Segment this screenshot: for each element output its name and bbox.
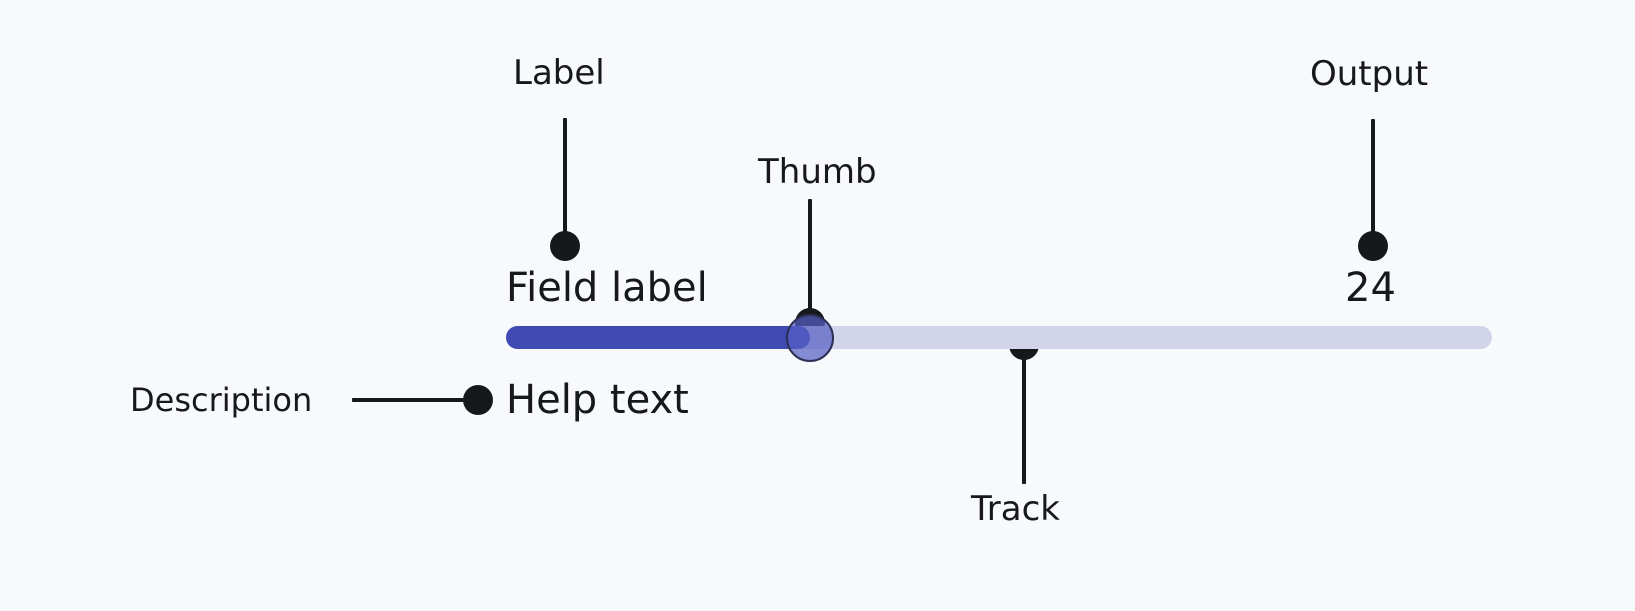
slider-track-fill [506, 326, 810, 349]
annotation-leader-line-output [1371, 119, 1375, 247]
annotation-dot-output [1358, 231, 1388, 261]
annotation-leader-line-description [352, 398, 480, 402]
slider-description-text: Help text [506, 377, 689, 423]
annotation-label-track: Track [971, 489, 1060, 529]
annotation-dot-description [463, 385, 493, 415]
annotation-label-thumb: Thumb [758, 152, 877, 192]
annotation-label-description: Description [130, 381, 313, 419]
annotation-leader-line-thumb [808, 199, 812, 329]
slider-thumb[interactable] [786, 314, 834, 362]
annotation-leader-line-track [1022, 352, 1026, 484]
annotation-label-output: Output [1310, 54, 1429, 94]
annotation-label-label: Label [513, 53, 605, 93]
slider-output-value: 24 [1345, 265, 1396, 311]
slider-track[interactable] [506, 326, 1492, 349]
annotation-leader-line-label [563, 118, 567, 248]
slider-field-label: Field label [506, 265, 708, 311]
annotation-dot-label [550, 231, 580, 261]
